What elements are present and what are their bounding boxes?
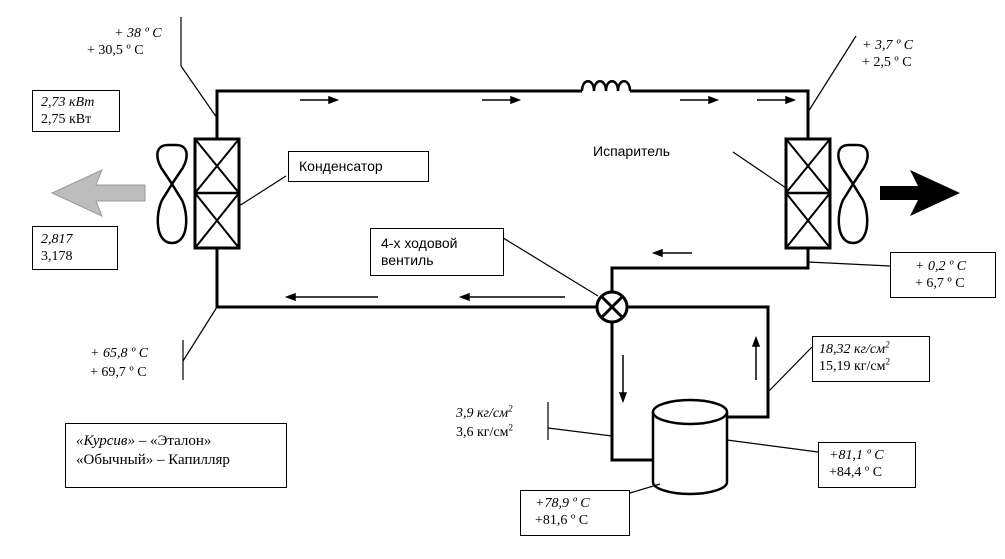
comp-right-box: +81,1 º C +84,4 º C: [818, 442, 916, 488]
leader-evaporator-label: [732, 151, 787, 189]
evap-bottom-box: + 0,2 º C + 6,7 º C: [890, 252, 996, 298]
evap-bottom-capillary: + 6,7 º C: [915, 276, 965, 291]
comp-right-etalon: +81,1 º C: [829, 448, 884, 463]
evaporator-label: Испаритель: [593, 143, 671, 159]
suction-capillary-exp: 2: [508, 422, 514, 433]
discharge-capillary: 15,19 кг/см2: [819, 356, 923, 375]
suction-capillary-value: 3,6 кг/см: [456, 425, 509, 440]
legend-line1: «Курсив» – «Эталон»: [76, 432, 286, 451]
condenser-fan-icon: [156, 143, 188, 245]
discharge-capillary-exp: 2: [885, 356, 891, 367]
cond-bottom-etalon: + 65,8 º C: [90, 346, 149, 361]
power-capillary: 2,75 кВт: [41, 112, 92, 127]
evaporator-exchanger-icon: [784, 137, 832, 250]
comp-bottom-capillary: +81,6 º C: [535, 513, 589, 528]
evaporator-label-box: Испаритель: [583, 137, 731, 166]
flow-arrow-return: [651, 248, 692, 258]
flow-arrow-top-1: [300, 95, 340, 105]
pipe-evap-return: [610, 248, 810, 292]
leader-cond-bottom: [182, 306, 218, 362]
condenser-label: Конденсатор: [299, 158, 383, 174]
comp-bottom-etalon: +78,9 º C: [535, 496, 590, 511]
pipe-valve-right: [627, 305, 770, 419]
pipe-top-line: [215, 89, 582, 139]
pipe-valve-down: [610, 322, 655, 462]
discharge-etalon-value: 18,32 кг/см: [819, 342, 886, 357]
suction-etalon-value: 3,9 кг/см: [456, 406, 509, 421]
condenser-exchanger-icon: [193, 137, 241, 250]
leader-evap-top: [807, 35, 857, 113]
leader-condenser-label: [238, 175, 287, 207]
pipe-top-line-right: [630, 89, 810, 139]
legend-line2: «Обычный» – Капилляр: [76, 452, 230, 468]
power-etalon: 2,73 кВт: [41, 95, 95, 110]
valve-label-box: 4-х ходовой вентиль: [370, 228, 504, 276]
flow-arrow-down: [618, 355, 628, 404]
cond-top-capillary: + 30,5 º C: [87, 43, 144, 58]
flow-arrow-top-3: [680, 95, 720, 105]
ratio-box: 2,817 3,178: [32, 226, 118, 270]
leader-valve-label: [499, 235, 599, 297]
suction-etalon-exp: 2: [508, 403, 513, 414]
leader-comp-bottom: [629, 483, 661, 494]
condenser-label-box: Конденсатор: [288, 151, 429, 182]
evap-top-etalon: + 3,7 º C: [862, 38, 914, 53]
legend-line1-rest: – «Эталон»: [134, 433, 212, 449]
ratio-capillary: 3,178: [41, 249, 73, 264]
discharge-pressure-box: 18,32 кг/см2 15,19 кг/см2: [812, 336, 930, 382]
leader-cond-top-diag: [180, 65, 218, 119]
discharge-etalon: 18,32 кг/см2: [819, 339, 923, 358]
ratio-etalon: 2,817: [41, 232, 73, 247]
compressor-icon: [651, 398, 729, 496]
cond-top-etalon: + 38 º C: [114, 26, 162, 41]
leader-comp-right: [726, 439, 819, 453]
valve-label-line1: 4-х ходовой: [381, 235, 458, 251]
leader-evap-bottom: [807, 261, 891, 267]
valve-label-line2: вентиль: [381, 252, 434, 268]
evap-top-capillary: + 2,5 º C: [862, 55, 912, 70]
discharge-capillary-value: 15,19 кг/см: [819, 359, 886, 374]
comp-bottom-box: +78,9 º C +81,6 º C: [520, 490, 630, 536]
evap-bottom-etalon: + 0,2 º C: [915, 259, 967, 274]
four-way-valve-icon: [595, 290, 629, 324]
suction-capillary: 3,6 кг/см2: [456, 422, 514, 441]
suction-etalon: 3,9 кг/см2: [456, 403, 513, 422]
leader-discharge: [767, 346, 813, 393]
flow-arrow-top-2: [482, 95, 522, 105]
legend-italic: «Курсив»: [76, 433, 135, 449]
comp-right-capillary: +84,4 º C: [829, 465, 883, 480]
cold-out-arrow-icon: [880, 170, 960, 216]
legend-box: «Курсив» – «Эталон» «Обычный» – Капилляр: [65, 423, 287, 488]
discharge-etalon-exp: 2: [885, 339, 890, 350]
capillary-coil: [580, 80, 632, 92]
leader-suction: [547, 427, 613, 437]
flow-arrow-up: [751, 335, 761, 380]
power-box: 2,73 кВт 2,75 кВт: [32, 90, 120, 132]
evaporator-fan-icon: [837, 143, 869, 245]
flow-arrow-bottom-2: [284, 292, 378, 302]
flow-arrow-top-4: [757, 95, 797, 105]
flow-arrow-bottom-1: [458, 292, 565, 302]
heat-out-arrow-icon: [50, 169, 146, 217]
cond-bottom-capillary: + 69,7 º C: [90, 365, 147, 380]
